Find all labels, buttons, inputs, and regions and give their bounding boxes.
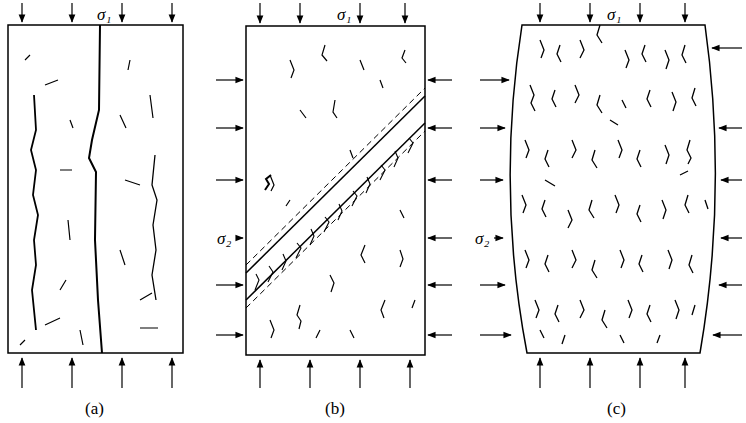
stress-label: σ₁ [606, 6, 622, 23]
stress-label: σ₁ [336, 6, 352, 23]
stress-label: σ₂ [216, 230, 232, 247]
panel-label: (a) [84, 400, 105, 417]
stress-label: σ₂ [474, 230, 490, 247]
panel-label: (b) [324, 400, 346, 417]
panel-label: (c) [606, 400, 627, 417]
stress-label: σ₁ [96, 6, 112, 23]
